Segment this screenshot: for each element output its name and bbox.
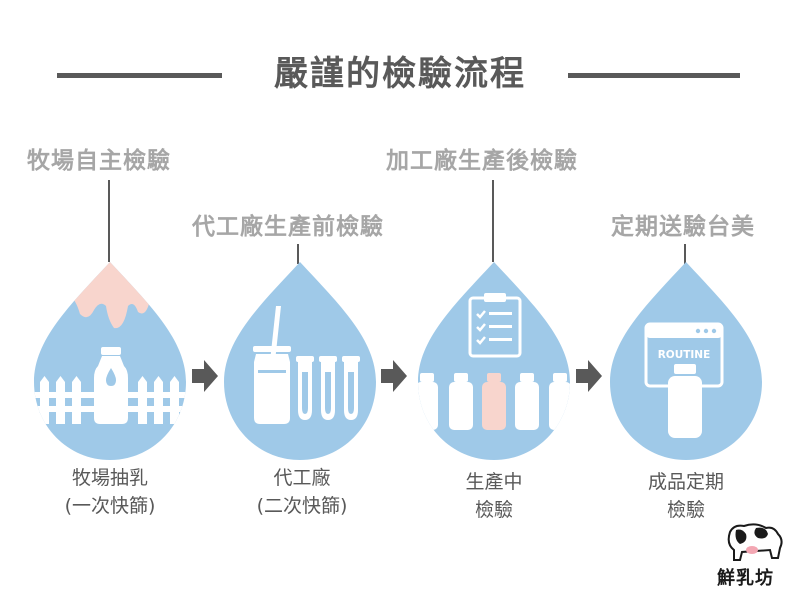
caption-farm: 牧場抽乳 (一次快篩) — [30, 464, 190, 520]
clipboard-bottles-icon — [418, 293, 570, 430]
caption-post-production-line1: 生產中 — [465, 471, 523, 493]
page-title: 嚴謹的檢驗流程 — [274, 54, 526, 94]
cow-logo-icon — [727, 523, 783, 561]
caption-farm-line2: (一次快篩) — [64, 495, 156, 517]
caption-post-production: 生產中 檢驗 — [414, 468, 574, 524]
caption-post-production-line2: 檢驗 — [474, 499, 513, 521]
connector-routine — [684, 244, 686, 264]
stage-label-routine: 定期送驗台美 — [611, 214, 755, 240]
drop-routine: ROUTINE — [610, 262, 762, 460]
brand-logo-text: 鮮乳坊 — [717, 568, 774, 589]
stage-label-post-production: 加工廠生產後檢驗 — [386, 148, 578, 174]
drop-post-production — [418, 262, 570, 460]
caption-routine-line1: 成品定期 — [647, 471, 724, 493]
arrow-right-icon — [381, 360, 407, 392]
caption-pre-production-line1: 代工廠 — [273, 467, 331, 489]
stage-label-pre-production: 代工廠生產前檢驗 — [192, 214, 384, 240]
title-line-right — [568, 73, 740, 78]
arrow-right-icon — [192, 360, 218, 392]
drop-pre-production — [224, 262, 376, 460]
caption-pre-production-line2: (二次快篩) — [256, 495, 348, 517]
routine-window-bottle-icon: ROUTINE — [644, 322, 724, 438]
title-line-left — [57, 73, 222, 78]
drop-farm — [34, 262, 186, 460]
stage-label-farm: 牧場自主檢驗 — [27, 148, 171, 174]
caption-routine-line2: 檢驗 — [666, 499, 705, 521]
caption-routine: 成品定期 檢驗 — [606, 468, 766, 524]
arrow-right-icon — [576, 360, 602, 392]
connector-post-production — [492, 180, 494, 262]
caption-farm-line1: 牧場抽乳 — [71, 467, 148, 489]
connector-farm — [108, 180, 110, 262]
routine-label: ROUTINE — [658, 349, 711, 361]
caption-pre-production: 代工廠 (二次快篩) — [222, 464, 382, 520]
connector-pre-production — [297, 244, 299, 264]
glass-straw-test-tubes-icon — [253, 306, 360, 424]
